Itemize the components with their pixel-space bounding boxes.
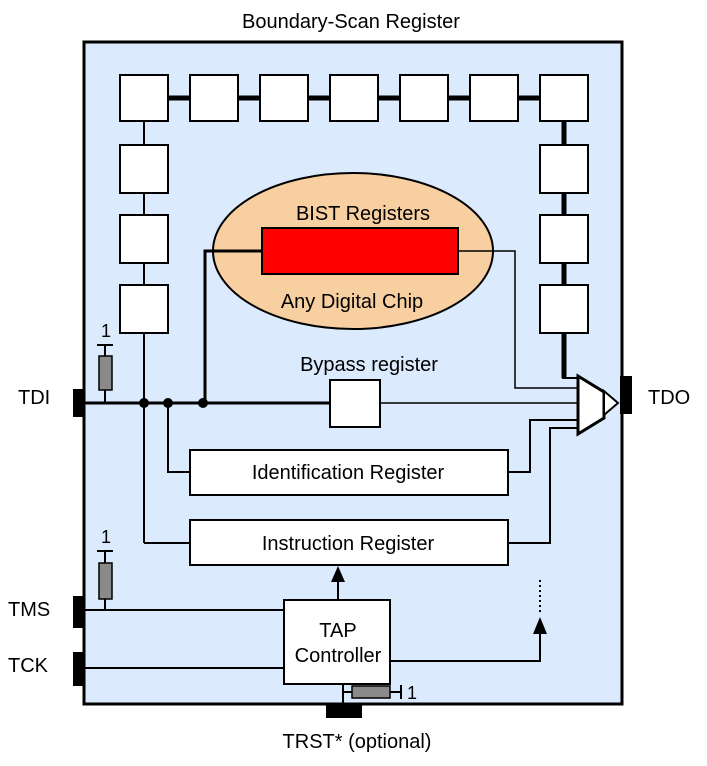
trst-label: TRST* (optional) <box>283 731 432 753</box>
resistor <box>98 562 113 600</box>
bs-cell <box>189 74 239 122</box>
junction-dot <box>198 398 208 408</box>
tap-controller-line1: TAP <box>319 620 356 642</box>
tap-control-wire <box>390 632 541 662</box>
bist-register <box>261 227 459 275</box>
bist-input-wire <box>203 249 262 403</box>
tck-pin <box>73 652 85 686</box>
ir-output-wire <box>508 427 578 544</box>
bs-cell <box>119 214 169 264</box>
chip-label: Any Digital Chip <box>281 291 423 313</box>
bs-cell <box>469 74 519 122</box>
tms-pin <box>73 596 85 628</box>
arrow-up-icon <box>533 617 547 634</box>
bs-cell <box>539 74 589 122</box>
arrow-up-icon <box>331 566 345 582</box>
bs-cell <box>119 284 169 334</box>
bs-cell <box>329 74 379 122</box>
tck-label: TCK <box>8 655 49 677</box>
tms-pullup: 1 <box>97 527 113 610</box>
instruction-register-label: Instruction Register <box>262 533 435 555</box>
pullup-value: 1 <box>101 527 111 547</box>
bs-cell <box>539 284 589 334</box>
chip-body <box>82 40 624 706</box>
pullup-value: 1 <box>101 321 111 341</box>
diagram-title: Boundary-Scan Register <box>242 11 460 33</box>
bypass-register <box>329 379 381 428</box>
boundary-scan-cells <box>119 74 589 334</box>
pullup-value: 1 <box>407 683 417 703</box>
bs-cell <box>539 144 589 194</box>
instruction-register <box>189 519 509 566</box>
tdo-pin <box>620 376 632 414</box>
bs-cell <box>119 144 169 194</box>
tdo-label: TDO <box>648 387 690 409</box>
identification-register <box>189 449 509 496</box>
output-buffer <box>603 388 620 418</box>
tms-label: TMS <box>8 599 50 621</box>
tap-controller <box>283 599 391 685</box>
bist-output-wire <box>458 250 578 389</box>
resistor <box>98 355 113 391</box>
bist-label: BIST Registers <box>296 203 430 225</box>
tdi-pullup: 1 <box>97 321 113 403</box>
trst-pullup: 1 <box>342 683 417 706</box>
boundary-scan-left-links <box>143 120 190 544</box>
id-input-wire <box>167 403 190 473</box>
trst-pin <box>326 704 362 718</box>
identification-register-label: Identification Register <box>252 462 445 484</box>
resistor <box>351 685 391 699</box>
bs-cell <box>399 74 449 122</box>
output-mux <box>576 373 606 437</box>
bs-cell <box>119 74 169 122</box>
id-output-wire <box>508 419 578 473</box>
tdi-pin <box>73 389 85 417</box>
junction-dot <box>139 398 149 408</box>
bs-cell <box>539 214 589 264</box>
tdi-label: TDI <box>18 387 50 409</box>
tap-controller-line2: Controller <box>295 645 382 667</box>
bypass-label: Bypass register <box>300 354 438 376</box>
bs-cell <box>259 74 309 122</box>
